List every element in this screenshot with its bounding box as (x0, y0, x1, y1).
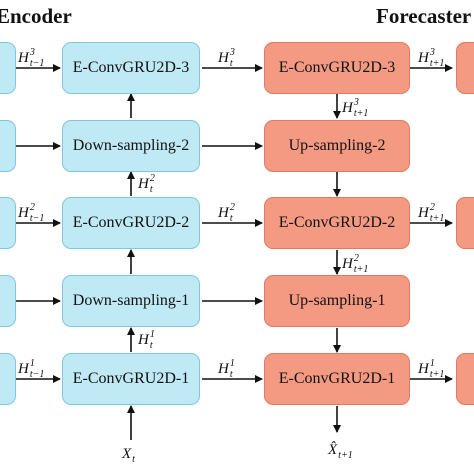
forecaster-upsampling-2: Up-sampling-2 (264, 120, 410, 172)
label-sub: t−1 (29, 212, 45, 224)
label-sub: t (149, 183, 153, 195)
next-forecaster-box-1 (456, 42, 474, 94)
label-base: H (18, 360, 29, 377)
label-sub: t+1 (429, 57, 445, 69)
prev-encoder-box-1 (0, 42, 16, 94)
label-sub: t+1 (429, 212, 445, 224)
label-sub: t (149, 339, 153, 351)
label-base: H (18, 204, 29, 221)
label-sub: t (229, 212, 233, 224)
label-sup: 3 (429, 47, 435, 58)
label-sup (132, 444, 135, 455)
forecaster-econvgru-3: E-ConvGRU2D-3 (264, 42, 410, 94)
label-base: H (218, 49, 229, 66)
label-sub: t (132, 453, 135, 465)
label-base: H (218, 360, 229, 377)
label-base: H (218, 204, 229, 221)
label-sup: 2 (353, 253, 359, 264)
encoder-title: Encoder (0, 4, 72, 28)
label-sup: 3 (29, 47, 35, 58)
label-base: H (342, 255, 353, 272)
label-sup: 1 (229, 358, 235, 369)
label-base: X̂ (328, 441, 338, 458)
next-forecaster-box-5 (456, 353, 474, 405)
forecaster-upsampling-1: Up-sampling-1 (264, 275, 410, 327)
encoder-downsampling-2: Down-sampling-2 (62, 120, 200, 172)
label-sup: 2 (149, 173, 155, 184)
encoder-econvgru-1: E-ConvGRU2D-1 (62, 353, 200, 405)
prev-encoder-box-5 (0, 353, 16, 405)
forecaster-econvgru-2: E-ConvGRU2D-2 (264, 197, 410, 249)
label-base: H (418, 204, 429, 221)
prev-encoder-box-4 (0, 275, 16, 327)
prev-encoder-box-3 (0, 197, 16, 249)
label-sub: t+1 (429, 368, 445, 380)
label-base: H (138, 331, 149, 348)
label-base: H (418, 360, 429, 377)
label-sup: 2 (429, 202, 435, 213)
label-sub: t+1 (353, 107, 369, 119)
label-sup: 2 (29, 202, 35, 213)
encoder-econvgru-3: E-ConvGRU2D-3 (62, 42, 200, 94)
label-base: H (418, 49, 429, 66)
label-sub: t−1 (29, 57, 45, 69)
label-base: X (122, 445, 132, 462)
forecaster-econvgru-1: E-ConvGRU2D-1 (264, 353, 410, 405)
label-sub: t−1 (29, 368, 45, 380)
forecaster-title: Forecaster (376, 4, 472, 28)
label-base: H (342, 99, 353, 116)
label-input-x: X t (122, 444, 135, 465)
label-sub: t+1 (353, 263, 369, 275)
label-output-xhat: X̂ t+1 (328, 440, 353, 461)
label-sup: 2 (229, 202, 235, 213)
next-forecaster-box-3 (456, 197, 474, 249)
label-sup: 1 (149, 329, 155, 340)
label-base: H (138, 175, 149, 192)
label-base: H (18, 49, 29, 66)
label-sub: t (229, 57, 233, 69)
label-sub: t (229, 368, 233, 380)
label-sup (338, 440, 353, 451)
prev-encoder-box-2 (0, 120, 16, 172)
encoder-econvgru-2: E-ConvGRU2D-2 (62, 197, 200, 249)
label-sub: t+1 (338, 449, 353, 461)
label-sup: 3 (353, 97, 359, 108)
label-sup: 3 (229, 47, 235, 58)
label-sup: 1 (429, 358, 435, 369)
label-sup: 1 (29, 358, 35, 369)
encoder-downsampling-1: Down-sampling-1 (62, 275, 200, 327)
